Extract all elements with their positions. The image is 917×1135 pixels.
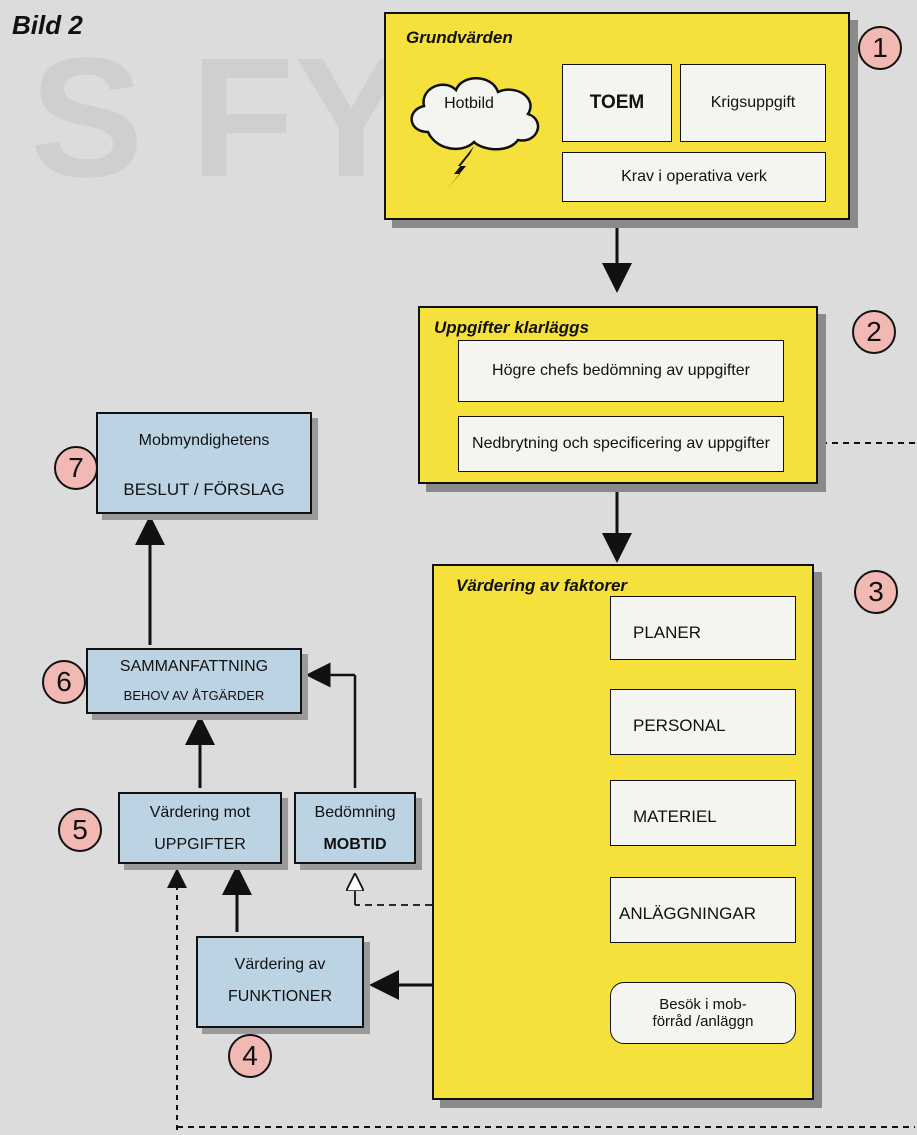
step-number-6: 6 xyxy=(42,660,86,704)
box-uppgifter-klarlaggs: Uppgifter klarläggs Högre chefs bedömnin… xyxy=(418,306,818,484)
krigsuppgift-box: Krigsuppgift xyxy=(680,64,826,142)
box-vardering-av-faktorer: Värdering av faktorer PLANER PERSONAL MA… xyxy=(432,564,814,1100)
step-number-7: 7 xyxy=(54,446,98,490)
step-number-4: 4 xyxy=(228,1034,272,1078)
step-number-1: 1 xyxy=(858,26,902,70)
hogre-chefs-box: Högre chefs bedömning av uppgifter xyxy=(458,340,784,402)
background-bleed-text: S FY xyxy=(30,23,408,213)
box-bedomning-mobtid: Bedömning MOBTID xyxy=(294,792,416,864)
box-vardering-av-funktioner: Värdering av FUNKTIONER xyxy=(196,936,364,1028)
box4-line2: FUNKTIONER xyxy=(228,988,332,1005)
nedbrytning-box: Nedbrytning och specificering av uppgift… xyxy=(458,416,784,472)
box6-line2: BEHOV AV ÅTGÄRDER xyxy=(123,688,265,703)
toem-box: TOEM xyxy=(562,64,672,142)
factor-planer: PLANER xyxy=(610,596,796,660)
box4-line1: Värdering av xyxy=(234,956,326,973)
box6-line1: SAMMANFATTNING xyxy=(119,658,269,675)
step-number-5: 5 xyxy=(58,808,102,852)
box7-line2: BESLUT / FÖRSLAG xyxy=(123,480,285,499)
hotbild-label: Hotbild xyxy=(444,95,494,112)
factor-besok: Besök i mob-förråd /anläggn xyxy=(610,982,796,1044)
step-number-3: 3 xyxy=(854,570,898,614)
factor-materiel: MATERIEL xyxy=(610,780,796,846)
krav-box: Krav i operativa verk xyxy=(562,152,826,202)
box1-title: Grundvärden xyxy=(406,28,513,47)
figure-label: Bild 2 xyxy=(12,10,83,40)
box5b-line2: MOBTID xyxy=(323,836,387,853)
box2-title: Uppgifter klarläggs xyxy=(434,318,589,337)
box-sammanfattning: SAMMANFATTNING BEHOV AV ÅTGÄRDER xyxy=(86,648,302,714)
box-beslut-forslag: Mobmyndighetens BESLUT / FÖRSLAG xyxy=(96,412,312,514)
step-number-2: 2 xyxy=(852,310,896,354)
factor-anlaggningar: ANLÄGGNINGAR xyxy=(610,877,796,943)
box-grundvarden: Grundvärden Hotbild TOEM Krigsuppgift Kr… xyxy=(384,12,850,220)
box5a-line2: UPPGIFTER xyxy=(154,836,246,853)
factor-personal: PERSONAL xyxy=(610,689,796,755)
box5b-line1: Bedömning xyxy=(314,804,396,821)
box3-title: Värdering av faktorer xyxy=(456,576,628,595)
box5a-line1: Värdering mot xyxy=(149,804,251,821)
box-vardering-mot-uppgifter: Värdering mot UPPGIFTER xyxy=(118,792,282,864)
box7-line1: Mobmyndighetens xyxy=(138,432,270,449)
cloud-lightning-icon xyxy=(410,77,540,188)
